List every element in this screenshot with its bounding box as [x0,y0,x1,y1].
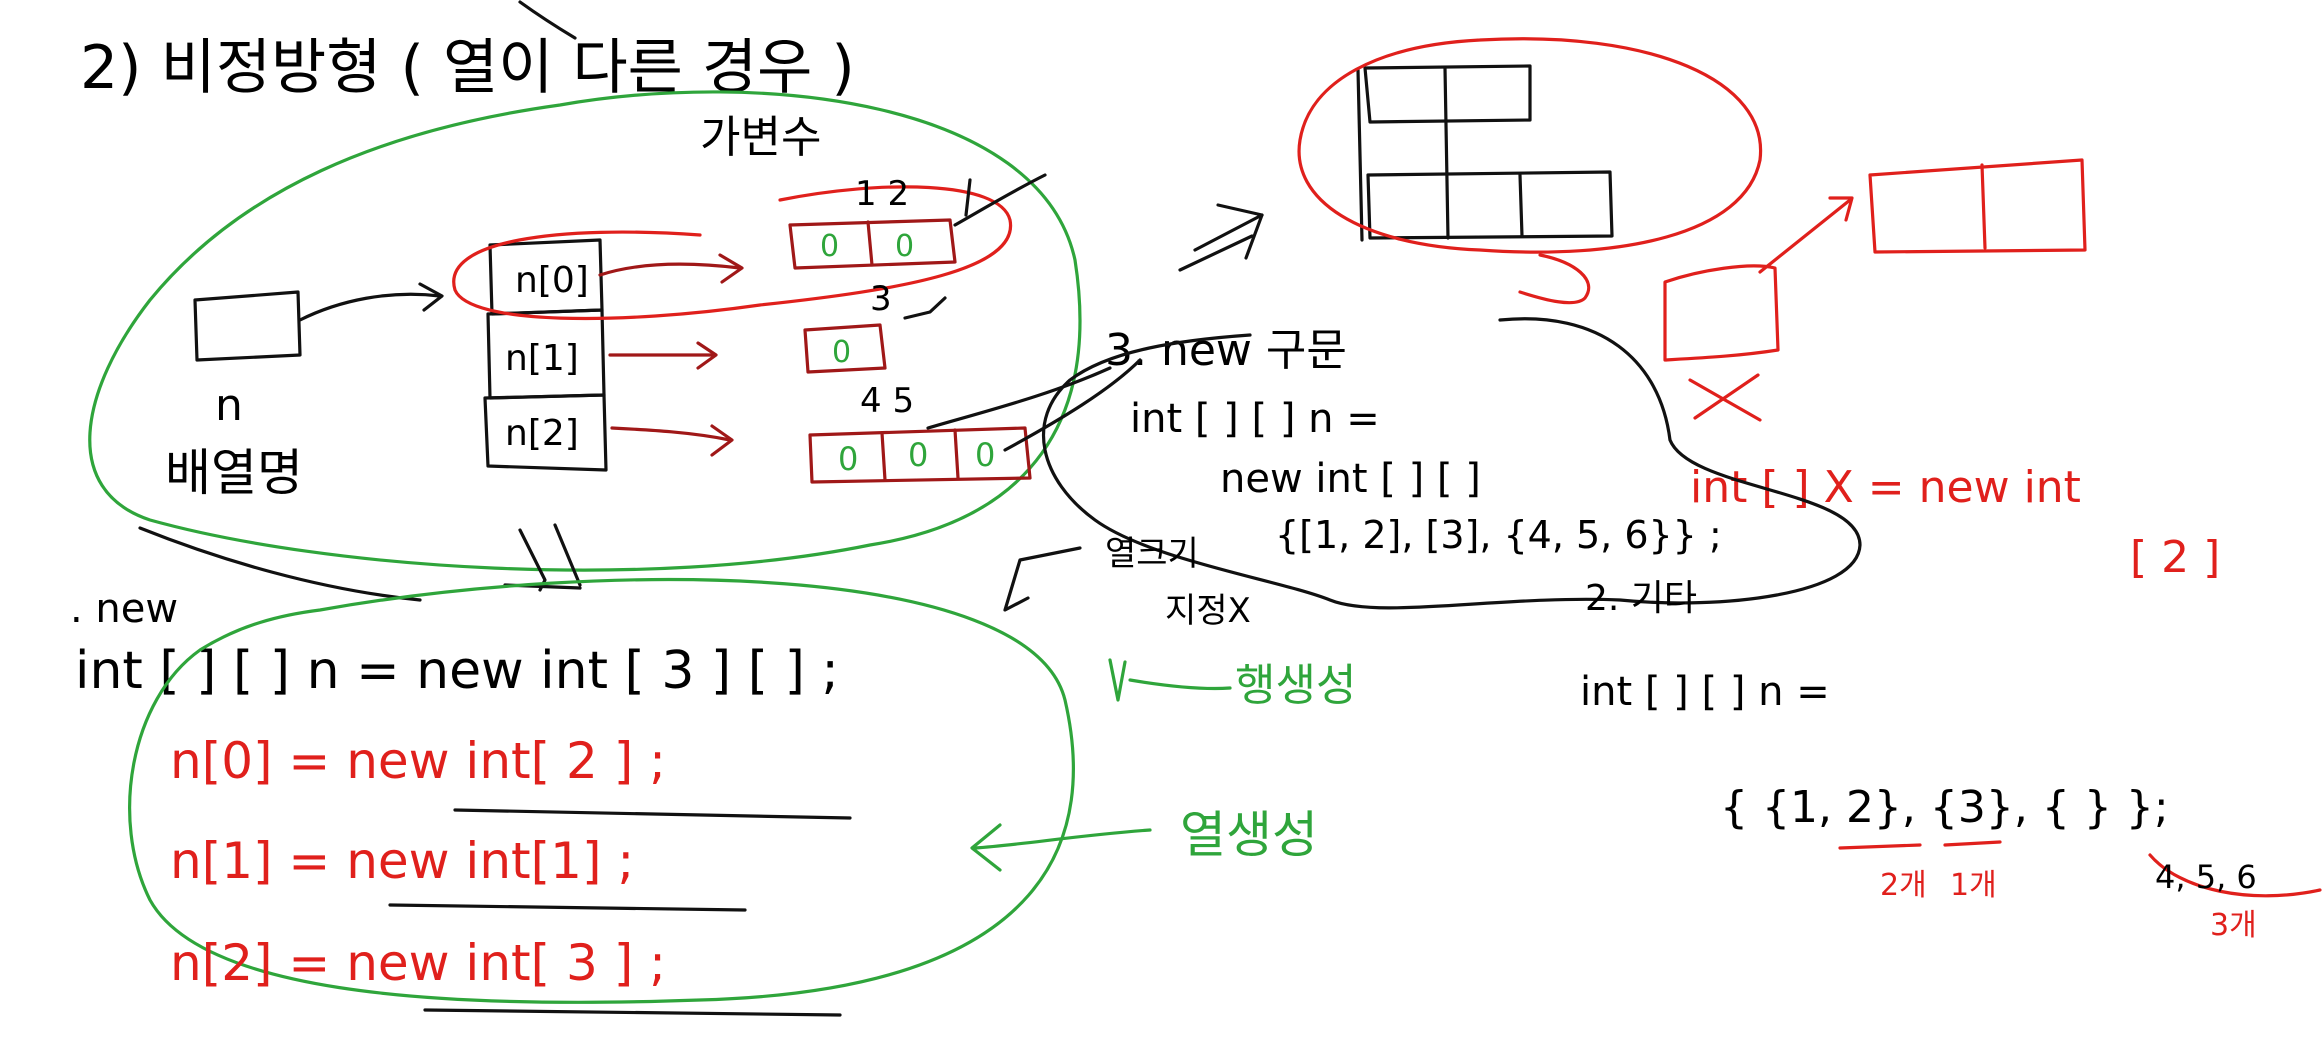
grid-red-tail [1518,253,1591,305]
grid-left-edge [1356,68,1364,242]
red-array-box [1868,158,2087,254]
row1-cells [803,323,887,374]
row-label-2: n[2] [505,413,579,454]
row-label-0: n[0] [515,260,589,301]
underline-1ga [1943,840,2002,847]
ref-arrow-head [418,282,444,312]
code-row-1: n[1] = new int[1] ; [170,832,634,890]
col-index-top: 1 2 [855,174,909,214]
code-declare: int [ ] [ ] n = new int [ 3 ] [ ] ; [75,641,839,701]
connector-row0-to-grid [953,173,1047,227]
row0-cell-0: 0 [820,229,839,264]
col-index-row1-tick [903,296,947,320]
note-col-size-2: 지정X [1165,591,1251,631]
grid-vertical-0 [1443,66,1450,240]
ref-label: n [215,380,243,431]
code-row-0: n[0] = new int[ 2 ] ; [170,732,666,790]
row2-cell-1: 0 [908,436,928,474]
equals-stroke-2 [1178,234,1254,272]
underline-3ga [2148,853,2322,898]
step3-line-2: new int [ ] [ ] [1220,456,1481,502]
row-create-arrow [1128,678,1232,691]
row-create-tick [1108,658,1127,702]
count-1ga: 1개 [1950,868,1997,903]
underline-left [138,526,422,602]
red-array-divider [1980,163,1987,250]
code-row-2-underline [423,1008,842,1017]
row2-cell-divider-1 [880,431,887,482]
red-ref-arrow [1758,198,1852,274]
step3-line-1: int [ ] [ ] n = [1130,396,1380,442]
equals-arrow-head [1216,203,1264,260]
note-row-create: 행생성 [1235,660,1356,711]
step3-connector [1003,358,1142,452]
code-row-2: n[2] = new int[ 3 ] ; [170,934,666,992]
diagram-green-outline [88,90,1082,572]
row0-arrow [598,262,742,277]
count-3ga: 3개 [2210,908,2257,943]
row2-arrow [610,426,732,442]
red-x-stroke-1 [1688,378,1762,422]
note-col-create: 열생성 [1180,806,1318,864]
step3-line-3: {[1, 2], [3], {4, 5, 6}} ; [1275,513,1722,557]
row1-arrow-head [696,341,718,370]
step-new-label: . new [70,586,178,632]
row2-cell-2: 0 [975,436,995,474]
grid-vertical-1 [1518,173,1524,238]
row0-cell-1: 0 [895,229,914,264]
ref-box [193,290,302,362]
heading-sub-text: 가변수 [700,112,821,163]
col-create-arrow-head [970,823,1002,872]
step3-black-outline [1042,317,1862,610]
row0-arrow-head [718,253,744,284]
code-row-1-underline [388,903,747,912]
col-index-tick [964,178,972,217]
underline-2ga [1838,843,1922,850]
ref-arrow [298,292,442,322]
red-code-line-2: [ 2 ] [2130,532,2220,583]
down-arrow-1 [518,528,547,592]
row2-cell-divider-2 [953,428,960,480]
grid-row-0 [1363,64,1532,124]
code-row-0-underline [453,808,852,820]
note-col-size: 열크기 [1105,534,1199,574]
row-label-1: n[1] [505,338,579,379]
top-stroke [518,0,577,40]
step3-connector-2 [926,366,1112,430]
row0-red-outline [452,185,1013,321]
step2-line-2: { {1, 2}, {3}, { } }; [1720,782,2169,833]
red-x-stroke-2 [1693,373,1760,420]
step2-label: 2. 기타 [1585,578,1697,619]
row1-cell-0: 0 [832,335,851,370]
down-arrow-2 [553,523,582,587]
col-index-row2: 4 5 [860,381,914,421]
row2-arrow-head [710,424,734,457]
count-values: 4, 5, 6 [2155,858,2257,896]
row0-cell-divider [866,220,874,267]
col-create-arrow [973,828,1152,850]
code-green-outline [128,578,1075,1004]
red-ref-arrow-head [1828,196,1854,222]
row2-cell-0: 0 [838,440,858,478]
count-2ga: 2개 [1880,868,1927,903]
ref-caption: 배열명 [165,444,303,502]
step2-line-1: int [ ] [ ] n = [1580,669,1830,715]
col-index-row1: 3 [870,279,892,319]
row2-cells [808,426,1032,484]
red-ref-box [1663,264,1780,362]
red-code-line-1: int [ ] X = new int [1690,462,2081,513]
grid-red-outline [1297,37,1763,254]
row0-cells [788,218,957,270]
note-col-size-arrow [1003,546,1082,612]
equals-stroke-1 [1193,213,1264,252]
grid-row-2 [1366,170,1614,240]
row-box-2 [483,393,608,472]
